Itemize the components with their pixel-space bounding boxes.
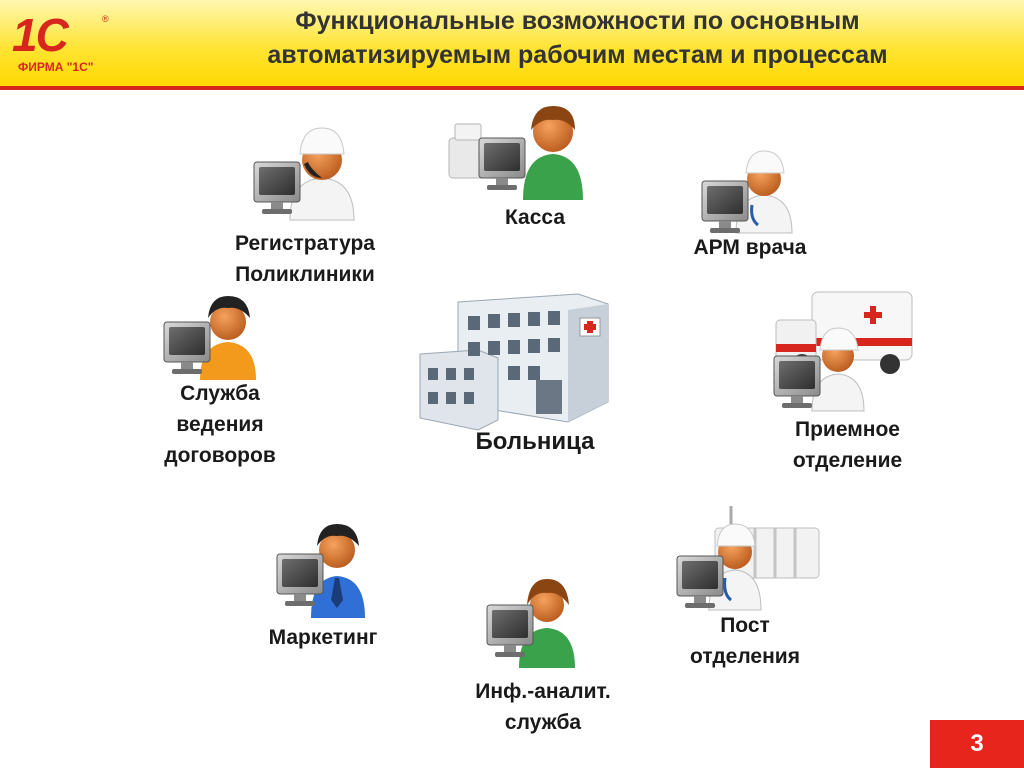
priemnoe-label: Приемное отделение xyxy=(760,414,935,476)
hospital-building-icon xyxy=(419,293,609,431)
post-label: Пост отделения xyxy=(660,610,830,672)
logo-registered-mark: ® xyxy=(102,14,109,24)
registratura-line2: Поликлиники xyxy=(235,263,375,286)
hospital-label: Больница xyxy=(475,428,595,455)
marketing-line1: Маркетинг xyxy=(268,626,378,649)
kassa-icon xyxy=(448,106,583,200)
slide-title-line2: автоматизируемым рабочим местам и процес… xyxy=(267,41,888,69)
registratura-line1: Регистратура xyxy=(234,232,375,255)
logo-1c: 1С ® ФИРМА "1С" xyxy=(10,8,120,78)
header-bar xyxy=(0,0,1024,88)
registratura-icon xyxy=(253,127,355,221)
priemnoe-line2: отделение xyxy=(792,449,903,472)
page-number-badge: 3 xyxy=(930,720,1024,768)
post-line1: Пост xyxy=(720,614,770,637)
sluzhba-line1: Служба xyxy=(180,382,260,405)
registratura-label: Регистратура Поликлиники xyxy=(205,228,405,290)
inf-analit-line1: Инф.-аналит. xyxy=(475,680,611,703)
marketing-label: Маркетинг xyxy=(238,622,408,653)
arm-vracha-icon xyxy=(701,150,793,234)
arm-vracha-line1: АРМ врача xyxy=(693,236,807,259)
logo-brand: 1С xyxy=(12,9,69,61)
kassa-line1: Касса xyxy=(504,206,566,229)
inf-analit-icon xyxy=(486,579,575,668)
inf-analit-line2: служба xyxy=(504,711,582,734)
priemnoe-line1: Приемное xyxy=(795,418,900,441)
post-icon xyxy=(676,506,820,611)
logo-firm-text: ФИРМА "1С" xyxy=(18,60,94,74)
slide-title-line1: Функциональные возможности по основным xyxy=(295,7,860,35)
inf-analit-label: Инф.-аналит. служба xyxy=(448,676,638,738)
slide-title: Функциональные возможности по основным а… xyxy=(135,4,1020,72)
header-divider xyxy=(0,86,1024,90)
sluzhba-icon xyxy=(163,296,256,380)
page-number: 3 xyxy=(970,730,984,757)
sluzhba-line2: ведения xyxy=(176,413,264,436)
post-line2: отделения xyxy=(690,645,800,668)
sluzhba-line3: договоров xyxy=(164,444,276,467)
kassa-label: Касса xyxy=(470,202,600,233)
priemnoe-icon xyxy=(773,291,913,412)
sluzhba-label: Служба ведения договоров xyxy=(130,378,310,471)
arm-vracha-label: АРМ врача xyxy=(670,232,830,263)
marketing-icon xyxy=(276,524,365,618)
